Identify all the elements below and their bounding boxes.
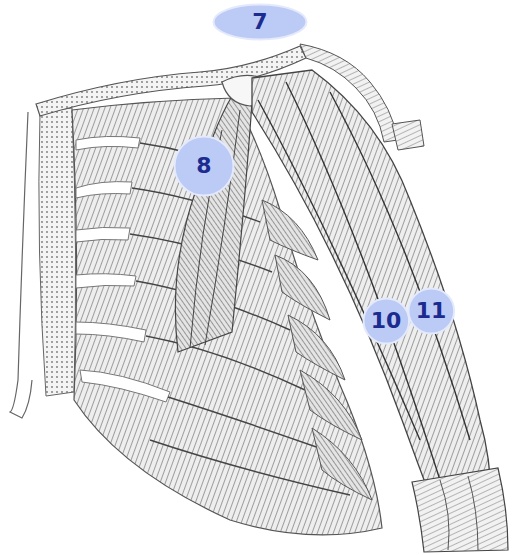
costal-cartilage <box>76 322 146 342</box>
callout-circle: 7 <box>212 3 308 41</box>
callout-circle: 8 <box>173 135 235 197</box>
costal-cartilage <box>76 227 130 242</box>
costal-cartilage <box>76 136 140 150</box>
callout-number: 11 <box>416 300 447 322</box>
callout-number: 7 <box>252 11 267 33</box>
sternum <box>39 108 76 396</box>
costal-cartilage <box>76 274 136 288</box>
pectoralis-minor <box>175 96 252 352</box>
costal-cartilage <box>76 182 132 198</box>
forearm <box>412 468 508 552</box>
callout-outline <box>175 137 234 196</box>
costal-cartilage <box>80 370 170 402</box>
skin-outline <box>10 112 32 418</box>
tendon-line <box>440 476 478 550</box>
callout-circle: 10 <box>362 297 411 345</box>
cut-tendon <box>392 120 424 150</box>
callout-outline <box>363 299 409 344</box>
callout-outline <box>214 5 307 40</box>
callout-number: 10 <box>371 310 402 332</box>
upper-arm <box>252 70 491 522</box>
callout-circle: 11 <box>407 287 456 335</box>
arm-muscle-border <box>258 82 470 480</box>
callout-outline <box>408 289 454 334</box>
callout-number: 8 <box>196 155 211 177</box>
